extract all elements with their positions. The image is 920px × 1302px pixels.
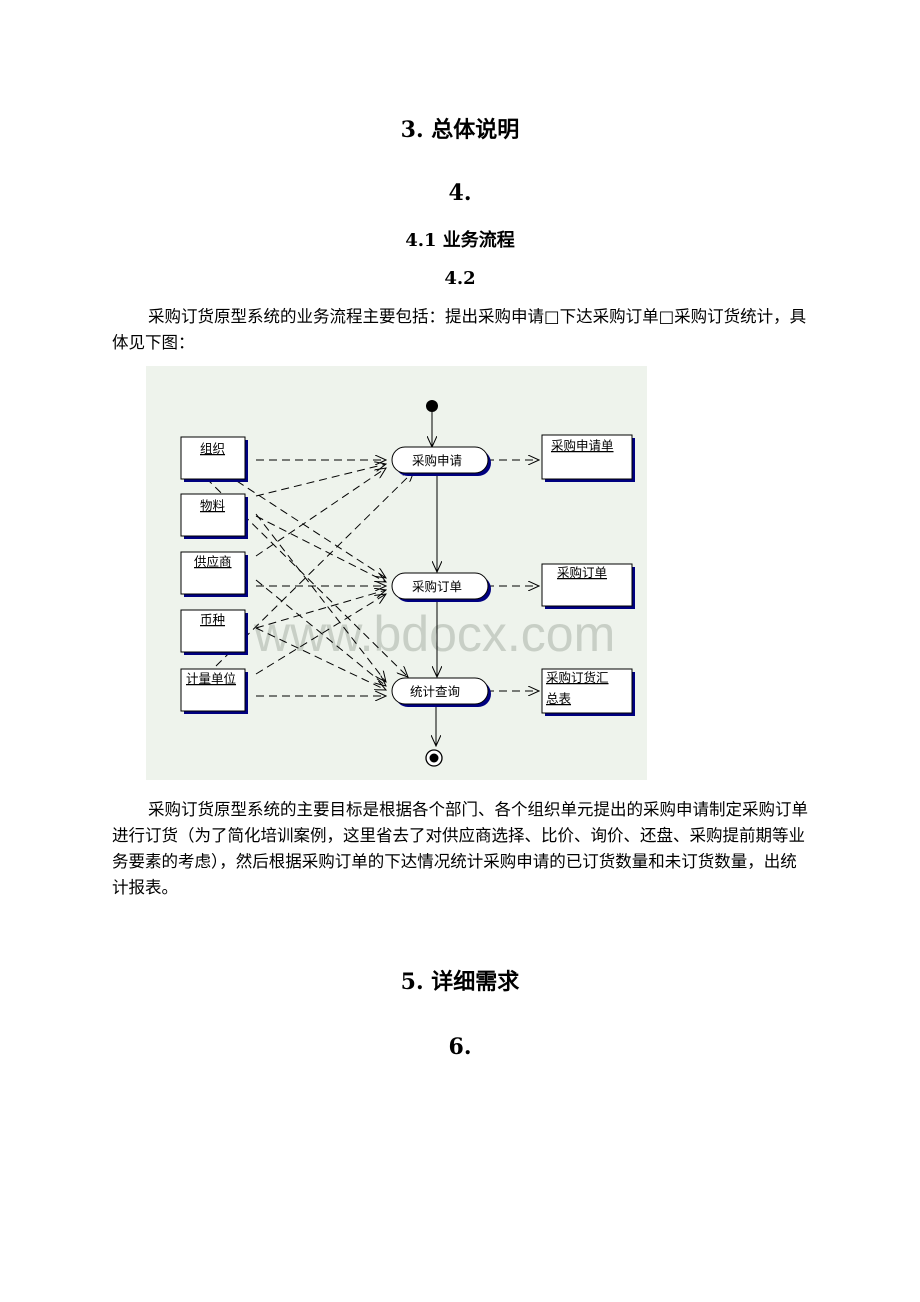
heading-3: 3. 总体说明	[400, 117, 520, 143]
activity-purchase-order: 采购订单	[391, 572, 491, 602]
svg-text:采购申请单: 采购申请单	[551, 438, 614, 453]
input-box-currency: 币种	[180, 609, 248, 655]
svg-text:计量单位: 计量单位	[186, 671, 236, 686]
svg-text:采购订货汇: 采购订货汇	[546, 670, 609, 685]
end-node-dot	[429, 753, 439, 763]
input-box-unit: 计量单位	[180, 668, 248, 714]
watermark-text: www.bdocx.com	[253, 606, 615, 662]
input-box-supplier: 供应商	[180, 551, 248, 597]
svg-text:总表: 总表	[546, 691, 572, 706]
svg-text:采购订单: 采购订单	[557, 565, 607, 580]
activity-statistics-query: 统计查询	[391, 677, 491, 707]
activity-purchase-request: 采购申请	[391, 446, 491, 476]
svg-text:组织: 组织	[200, 441, 225, 456]
svg-text:采购订单: 采购订单	[412, 579, 462, 594]
input-box-material: 物料	[180, 493, 248, 539]
svg-text:供应商: 供应商	[194, 554, 232, 569]
heading-4-2: 4.2	[444, 268, 476, 289]
heading-4: 4.	[448, 180, 472, 206]
svg-text:采购申请: 采购申请	[412, 453, 462, 468]
business-flow-diagram: www.bdocx.com 组织	[146, 366, 647, 780]
output-box-summary: 采购订货汇 总表	[541, 668, 635, 716]
input-box-org: 组织	[180, 436, 248, 482]
svg-text:物料: 物料	[200, 498, 226, 513]
output-box-request-form: 采购申请单	[541, 434, 635, 482]
svg-text:统计查询: 统计查询	[410, 684, 460, 699]
output-box-order: 采购订单	[541, 563, 635, 609]
svg-text:币种: 币种	[200, 612, 225, 627]
intro-paragraph: 采购订货原型系统的业务流程主要包括：提出采购申请□下达采购订单□采购订货统计，具…	[112, 307, 807, 352]
heading-4-1: 4.1 业务流程	[405, 230, 515, 251]
heading-5: 5. 详细需求	[400, 969, 520, 995]
body-paragraph: 采购订货原型系统的主要目标是根据各个部门、各个组织单元提出的采购申请制定采购订单…	[112, 800, 808, 897]
heading-6: 6.	[448, 1034, 472, 1060]
start-node	[426, 400, 438, 412]
